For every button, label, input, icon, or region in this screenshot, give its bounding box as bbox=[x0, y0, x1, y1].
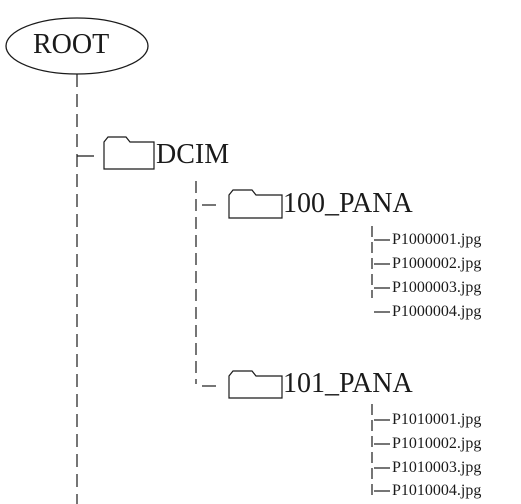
pana100-folder-icon bbox=[228, 189, 283, 219]
file-label: P1000004.jpg bbox=[392, 303, 482, 320]
folder-label-100-pana: 100_PANA bbox=[283, 188, 413, 219]
file-label: P1000002.jpg bbox=[392, 255, 482, 272]
file-label: P1000003.jpg bbox=[392, 279, 482, 296]
file-label: P1010004.jpg bbox=[392, 482, 482, 499]
folder-label-101-pana: 101_PANA bbox=[283, 368, 413, 399]
file-label: P1000001.jpg bbox=[392, 231, 482, 248]
dcim-folder-icon bbox=[103, 136, 155, 170]
file-label: P1010002.jpg bbox=[392, 435, 482, 452]
folder-label-dcim: DCIM bbox=[156, 139, 230, 170]
file-label: P1010003.jpg bbox=[392, 459, 482, 476]
root-label: ROOT bbox=[33, 29, 110, 60]
pana101-folder-icon bbox=[228, 370, 283, 399]
file-label: P1010001.jpg bbox=[392, 411, 482, 428]
